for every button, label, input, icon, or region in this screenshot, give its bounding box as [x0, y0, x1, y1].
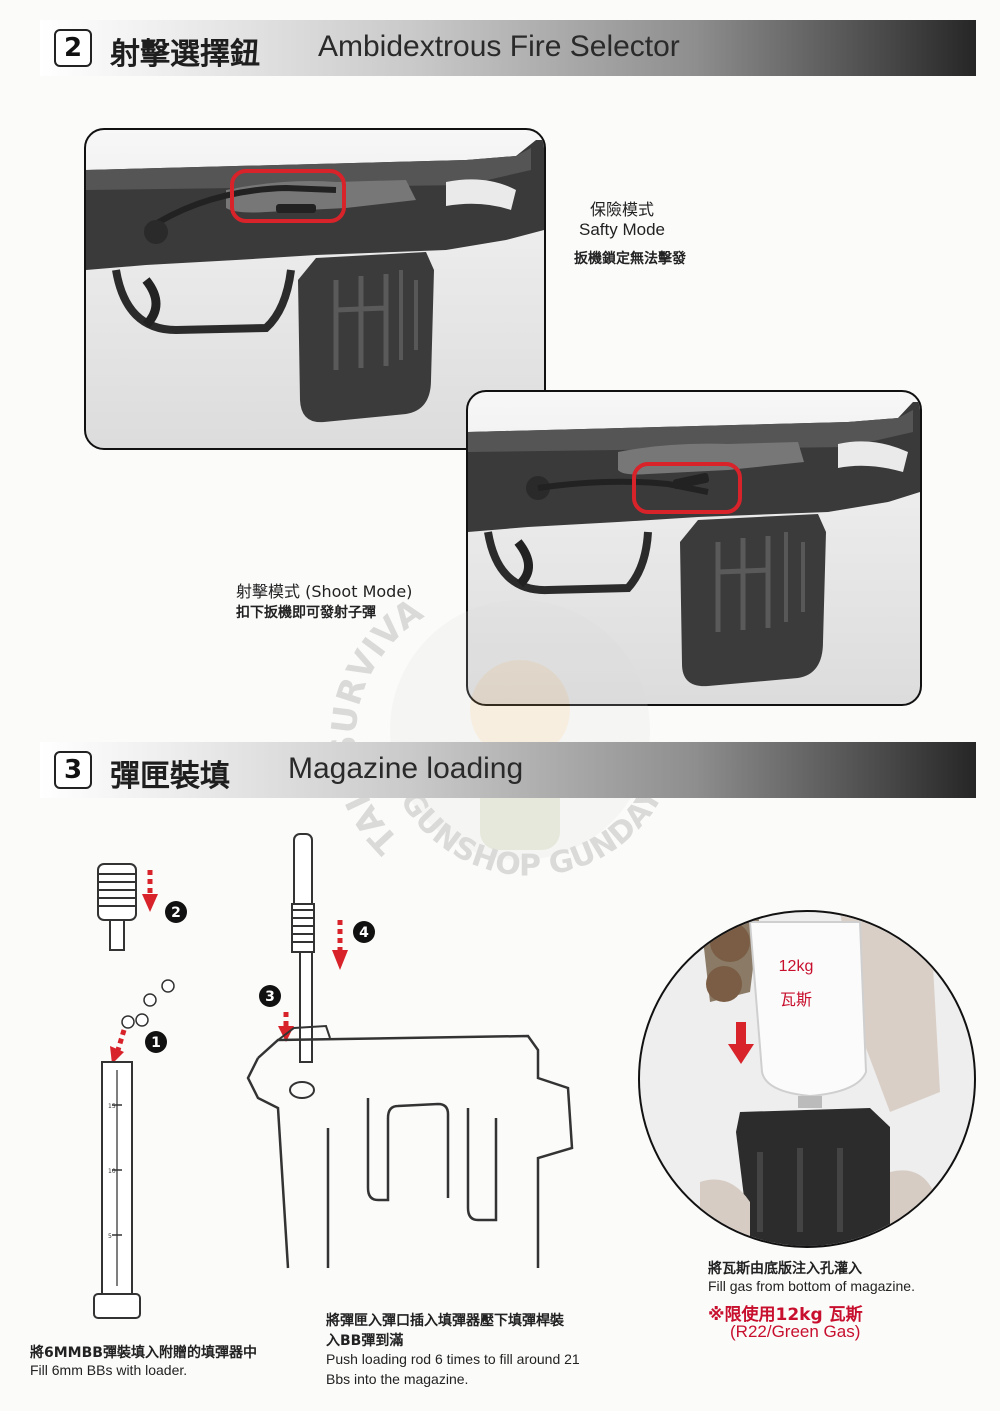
- photo-safety-mode: [84, 128, 546, 450]
- section-header-fire-selector: 2 射擊選擇鈕 Ambidextrous Fire Selector: [40, 20, 976, 76]
- section-number: 3: [54, 751, 92, 789]
- loader-scale-15: 15: [108, 1103, 116, 1110]
- caption-gas-en: Fill gas from bottom of magazine.: [708, 1278, 915, 1294]
- watermark-logo: TAIL SURVIVAL GUNSHOP GUNDAY .COM: [330, 560, 679, 884]
- shoot-mode-desc: 扣下扳機即可發射子彈: [236, 605, 376, 621]
- gas-filling-photo: 12kg 瓦斯: [638, 910, 976, 1248]
- caption-magazine-en-2: Bbs into the magazine.: [326, 1371, 469, 1387]
- section-title-en: Ambidextrous Fire Selector: [318, 30, 680, 63]
- safety-mode-zh: 保險模式: [589, 200, 654, 219]
- section-header-magazine-loading: 3 彈匣裝填 Magazine loading: [40, 742, 976, 798]
- caption-gas-zh: 將瓦斯由底版注入孔灌入: [708, 1261, 862, 1277]
- section-title-zh: 彈匣裝填: [110, 759, 230, 794]
- loader-scale-10: 10: [108, 1168, 116, 1175]
- section-title-zh: 射擊選擇鈕: [110, 37, 260, 72]
- step-number-4: 4: [359, 925, 369, 941]
- bb-loader-diagram: 2 1 15 10 5: [93, 863, 187, 1319]
- shoot-mode-title: 射擊模式 (Shoot Mode): [236, 582, 413, 601]
- step-number-3: 3: [265, 989, 275, 1005]
- caption-loader-en: Fill 6mm BBs with loader.: [30, 1362, 188, 1378]
- photo-shoot-mode: [466, 390, 922, 706]
- step-number-2: 2: [171, 905, 181, 921]
- caption-loader-zh: 將6MMBB彈裝填入附贈的填彈器中: [30, 1345, 257, 1361]
- gas-can-label-gas: 瓦斯: [779, 990, 812, 1009]
- section-title-en: Magazine loading: [288, 752, 524, 785]
- gas-can-label-weight: 12kg: [778, 958, 814, 975]
- caption-magazine-zh-1: 將彈匣入彈口插入填彈器壓下填彈桿裝: [326, 1313, 564, 1329]
- safety-mode-en: Safty Mode: [579, 220, 665, 239]
- caption-magazine-zh-2: 入BB彈到滿: [326, 1333, 404, 1349]
- safety-mode-desc: 扳機鎖定無法擊發: [574, 251, 686, 267]
- caption-gas-warning-en: (R22/Green Gas): [730, 1322, 861, 1341]
- magazine-loading-diagram: 4 3: [246, 833, 574, 1269]
- caption-gas-warning-zh: ※限使用12kg 瓦斯: [708, 1305, 863, 1325]
- step-number-1: 1: [151, 1035, 161, 1051]
- loader-scale-5: 5: [108, 1233, 112, 1240]
- section-number: 2: [54, 29, 92, 67]
- caption-magazine-en-1: Push loading rod 6 times to fill around …: [326, 1351, 580, 1367]
